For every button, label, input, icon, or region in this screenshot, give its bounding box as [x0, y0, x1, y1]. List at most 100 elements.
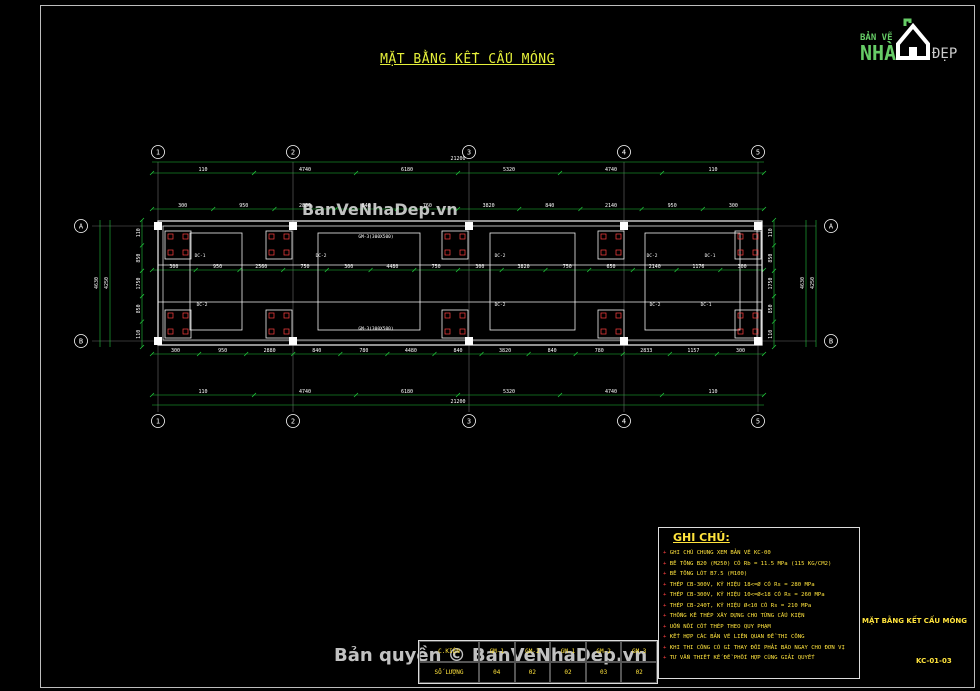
column [289, 337, 297, 345]
axis-label: B [79, 338, 83, 346]
note-item: GHI CHÚ CHUNG XEM BẢN VẼ KC-00 [663, 548, 855, 559]
dimension-label: 4740 [605, 389, 617, 395]
dimension-tick [771, 344, 777, 350]
rebar-mark [182, 249, 189, 256]
dimension-tick [272, 206, 277, 212]
rebar-mark [737, 233, 744, 240]
dimension-tick [659, 392, 665, 398]
axis-label: 2 [291, 418, 295, 426]
rebar-mark [459, 328, 466, 335]
pad-footing [265, 309, 293, 339]
dimension-tick [432, 351, 437, 357]
table-header-cell: GM-2 [514, 641, 551, 662]
dimension-label: 110 [708, 167, 717, 173]
dimension-tick [237, 267, 242, 273]
rebar-mark [459, 233, 466, 240]
column [754, 337, 762, 345]
rebar-mark [752, 249, 759, 256]
table-cell: 02 [514, 662, 551, 683]
axis-label: 2 [291, 149, 295, 157]
logo: BẢN VẼ NHÀ ĐẸP [858, 14, 974, 65]
dimension-label: 750 [300, 264, 309, 270]
dimension-label: 840 [453, 348, 462, 354]
notes-panel: GHI CHÚ: GHI CHÚ CHUNG XEM BẢN VẼ KC-00 … [658, 527, 860, 679]
axis-label: 3 [467, 418, 471, 426]
dimension-tick [280, 267, 286, 273]
dimension-label: 6180 [401, 167, 413, 173]
dimension-label: 1176 [692, 264, 704, 270]
dimension-tick [557, 392, 563, 398]
house-icon [896, 22, 930, 60]
table-header-cell: C.KIỆN [419, 641, 479, 662]
beam-label: GM-3(300X500) [358, 234, 393, 240]
rebar-mark [600, 249, 607, 256]
dimension-tick [243, 351, 249, 357]
table-header-cell: GM-3 [621, 641, 657, 662]
axis-bubble [824, 334, 838, 348]
dimension-tick [573, 351, 578, 357]
foundation-outline-inner [162, 225, 758, 341]
dimension-label: 950 [668, 203, 677, 209]
dimension-label: 4480 [405, 348, 417, 354]
dimension-tick [667, 351, 673, 357]
dimension-tick [714, 351, 720, 357]
axis-bubble [617, 414, 631, 428]
dimension-label: 110 [198, 167, 207, 173]
table-cell: 02 [621, 662, 657, 683]
beam-label: DC-1 [705, 253, 716, 259]
note-item: THÉP CB-240T, KÝ HIỆU Ø<10 CÓ Rs = 210 M… [663, 601, 855, 612]
dimension-tick [338, 351, 343, 357]
strip-footing [189, 232, 243, 331]
dimension-tick [761, 351, 767, 357]
dimension-tick [543, 267, 548, 273]
rebar-mark [283, 249, 290, 256]
rebar-mark [444, 249, 451, 256]
rebar-mark [615, 249, 622, 256]
notes-list: GHI CHÚ CHUNG XEM BẢN VẼ KC-00 BÊ TÔNG B… [663, 548, 855, 664]
strip-footing [644, 232, 741, 331]
beam-label: DC-2 [495, 253, 506, 259]
note-item: BÊ TÔNG B20 (M250) CÓ Rb = 11.5 MPa (115… [663, 559, 855, 570]
dimension-tick [139, 217, 145, 223]
axis-bubble [286, 145, 300, 159]
dimension-tick [586, 267, 592, 273]
rebar-mark [167, 249, 174, 256]
dimension-tick [368, 267, 373, 273]
dimension-tick [455, 206, 461, 212]
dimension-label: 750 [432, 264, 441, 270]
rebar-mark [444, 328, 451, 335]
dimension-tick [557, 170, 563, 176]
column [754, 222, 762, 230]
axis-bubble [151, 414, 165, 428]
logo-line3: ĐẸP [932, 46, 957, 62]
beam-label: DC-2 [197, 302, 208, 308]
table-cell: 04 [479, 662, 515, 683]
dimension-tick [139, 268, 145, 274]
dimension-tick [455, 392, 461, 398]
dimension-label: 300 [736, 348, 745, 354]
dimension-label: 5320 [503, 167, 515, 173]
note-item: BÊ TÔNG LÓT B7.5 (M100) [663, 569, 855, 580]
rebar-mark [615, 328, 622, 335]
axis-label: 4 [622, 418, 626, 426]
table-cell: 02 [550, 662, 586, 683]
drawing-title: MẶT BẰNG KẾT CẤU MÓNG [380, 52, 555, 67]
note-item: THÉP CB-300V, KÝ HIỆU 18<=Ø CÓ Rs = 280 … [663, 580, 855, 591]
dimension-label: 110 [708, 389, 717, 395]
beam-label: DC-2 [495, 302, 506, 308]
rebar-mark [615, 312, 622, 319]
dimension-label: 750 [563, 264, 572, 270]
dimension-label: 840 [312, 348, 321, 354]
dimension-label: 650 [606, 264, 615, 270]
rebar-mark [268, 233, 275, 240]
dimension-label: 950 [239, 203, 248, 209]
dimension-label: 780 [359, 348, 368, 354]
note-item: THỐNG KÊ THÉP XÂY DỰNG CHO TỪNG CẤU KIỆN [663, 611, 855, 622]
axis-bubble [462, 414, 476, 428]
dimension-tick [639, 206, 644, 212]
pad-footing [441, 309, 469, 339]
dimension-label: 5320 [503, 389, 515, 395]
rebar-mark [268, 249, 275, 256]
rebar-mark [615, 233, 622, 240]
